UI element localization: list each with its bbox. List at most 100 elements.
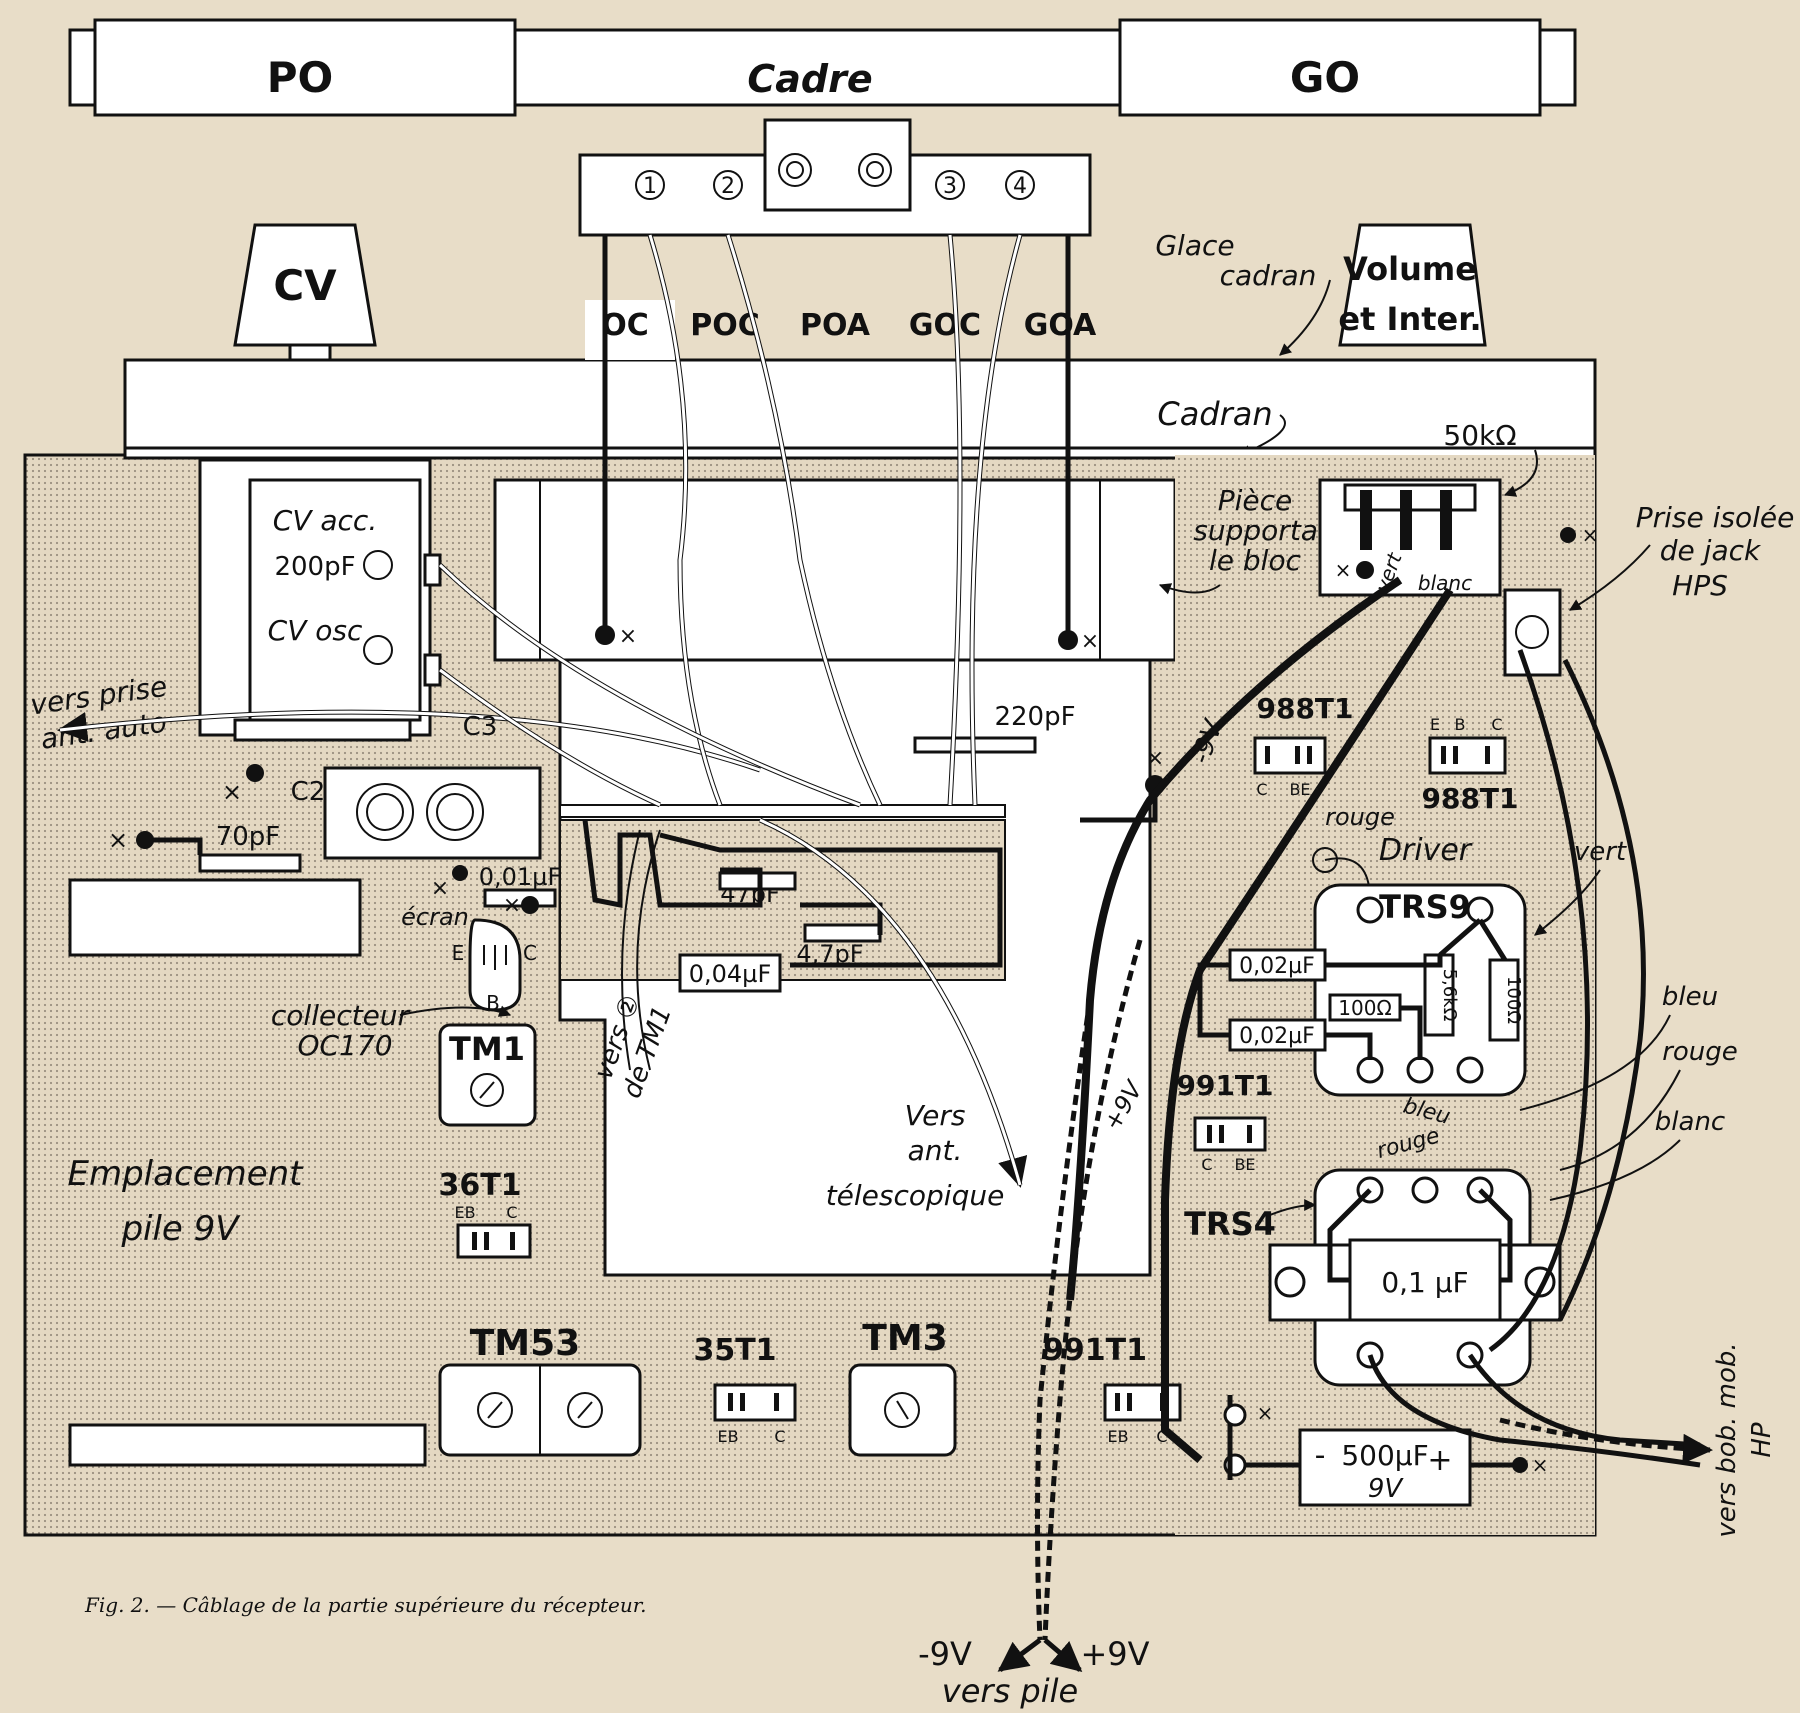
cadran-label: Cadran bbox=[1157, 395, 1272, 433]
plus-9v-bottom: +9V bbox=[1080, 1635, 1149, 1673]
svg-text:E: E bbox=[1430, 715, 1440, 734]
trs4-label: TRS4 bbox=[1184, 1205, 1276, 1243]
jack-socket-hps: × bbox=[1503, 523, 1598, 677]
coil-poc: POC bbox=[690, 308, 760, 343]
cv-capacitor-block: CV acc. 200pF CV osc bbox=[198, 458, 442, 742]
collecteur-label: collecteur bbox=[271, 999, 411, 1032]
tm53-trimmer: TM53 bbox=[438, 1323, 642, 1457]
svg-text:×: × bbox=[503, 893, 521, 918]
svg-text:3: 3 bbox=[943, 174, 957, 199]
svg-text:TM53: TM53 bbox=[470, 1323, 580, 1364]
resistor-5-6k: 5,6kΩ bbox=[1423, 953, 1460, 1037]
vers-ant-label: Vers bbox=[905, 1099, 966, 1132]
svg-text:×: × bbox=[619, 624, 637, 649]
svg-text:×: × bbox=[1335, 558, 1352, 582]
resistor-100-v: 100Ω bbox=[1488, 958, 1524, 1042]
socket-988t1-right: E B C 988T1 bbox=[1421, 715, 1518, 815]
socket-991t1-mid: 991T1 C BE bbox=[1176, 1069, 1273, 1174]
telescopique-label: télescopique bbox=[826, 1179, 1005, 1212]
resistor-100-h: 100Ω bbox=[1328, 993, 1402, 1022]
volume-knob: Volume et Inter. bbox=[1338, 223, 1487, 347]
svg-text:2: 2 bbox=[721, 174, 735, 199]
svg-text:C: C bbox=[774, 1427, 785, 1446]
svg-text:991T1: 991T1 bbox=[1043, 1333, 1147, 1368]
coil-goa: GOA bbox=[1024, 308, 1097, 343]
go-label: GO bbox=[1290, 53, 1360, 102]
svg-text:EB: EB bbox=[717, 1427, 738, 1446]
socket-35t1: 35T1 EB C bbox=[693, 1333, 797, 1446]
svg-text:200pF: 200pF bbox=[274, 552, 355, 582]
coil-oc: OC bbox=[601, 308, 649, 343]
terminal-4: 4 bbox=[1005, 170, 1035, 200]
cadran-glass-label: cadran bbox=[1220, 259, 1317, 292]
cadre-label: Cadre bbox=[747, 57, 872, 101]
vert-label-right: vert bbox=[1574, 837, 1627, 867]
svg-text:×: × bbox=[431, 876, 449, 901]
prise-label-1: Prise isolée bbox=[1636, 501, 1795, 534]
c3-label: C3 bbox=[463, 712, 498, 742]
svg-text:EB: EB bbox=[454, 1203, 475, 1222]
svg-text:TM3: TM3 bbox=[862, 1318, 947, 1359]
hp-label: HP bbox=[1747, 1422, 1777, 1458]
capacitor-70pf bbox=[198, 853, 302, 873]
svg-text:C: C bbox=[1201, 1155, 1212, 1174]
svg-text:C: C bbox=[1256, 780, 1267, 799]
glace-label: Glace bbox=[1155, 229, 1234, 262]
cv-knob: CV bbox=[233, 223, 377, 367]
capacitor-002uf-a: 0,02µF bbox=[1228, 948, 1327, 982]
figure-caption: Fig. 2. — Câblage de la partie supérieur… bbox=[84, 1593, 647, 1617]
svg-text:C: C bbox=[1156, 1427, 1167, 1446]
cap-01uf-label: 0,1 µF bbox=[1381, 1266, 1468, 1299]
tm1-trimmer: TM1 bbox=[438, 1023, 537, 1127]
socket-988t1-top: 988T1 C BE bbox=[1253, 692, 1354, 799]
svg-text:BE: BE bbox=[1234, 1155, 1255, 1174]
svg-text:1: 1 bbox=[643, 174, 657, 199]
svg-text:C: C bbox=[1491, 715, 1502, 734]
ant-label: ant. bbox=[908, 1134, 963, 1167]
svg-text:C: C bbox=[523, 941, 537, 965]
trimmer-c2-c3 bbox=[323, 766, 542, 860]
svg-text:0,02µF: 0,02µF bbox=[1239, 1024, 1315, 1049]
capacitor-4-7pf bbox=[803, 923, 882, 943]
svg-text:36T1: 36T1 bbox=[438, 1168, 521, 1203]
svg-text:×: × bbox=[108, 826, 128, 854]
svg-text:4: 4 bbox=[1013, 174, 1027, 199]
svg-text:Volume: Volume bbox=[1343, 250, 1477, 288]
frame-terminal-board: 1 2 3 4 bbox=[578, 118, 1092, 237]
rouge-label-top: rouge bbox=[1325, 803, 1395, 831]
dial-glass bbox=[123, 358, 1597, 450]
004uf-label: 0,04µF bbox=[689, 960, 772, 988]
svg-text:CV acc.: CV acc. bbox=[273, 504, 377, 537]
001uf-label: 0,01µF bbox=[479, 863, 562, 891]
prise-label-2: de jack bbox=[1660, 534, 1762, 567]
svg-text:×: × bbox=[222, 778, 242, 806]
svg-text:×: × bbox=[1146, 746, 1164, 771]
svg-text:×: × bbox=[1257, 1401, 1274, 1425]
svg-text:100Ω: 100Ω bbox=[1338, 996, 1391, 1020]
terminal-1: 1 bbox=[635, 170, 665, 200]
70pf-label: 70pF bbox=[216, 822, 281, 852]
svg-text:TM1: TM1 bbox=[449, 1030, 525, 1068]
tag-strip bbox=[559, 804, 1006, 818]
socket-36t1: 36T1 EB C bbox=[438, 1168, 532, 1259]
svg-text:B: B bbox=[1455, 715, 1466, 734]
50k-label: 50kΩ bbox=[1443, 419, 1516, 452]
svg-text:CV osc: CV osc bbox=[268, 614, 363, 647]
terminal-3: 3 bbox=[935, 170, 965, 200]
piece-label-3: le bloc bbox=[1209, 544, 1302, 577]
svg-text:C: C bbox=[506, 1203, 517, 1222]
svg-text:100Ω: 100Ω bbox=[1503, 976, 1524, 1024]
transistor-oc170: E B C bbox=[452, 918, 537, 1015]
ferrite-antenna-frame: PO Cadre GO bbox=[68, 18, 1577, 117]
svg-text:5,6kΩ: 5,6kΩ bbox=[1439, 969, 1460, 1022]
battery-strip-top bbox=[68, 878, 362, 957]
po-label: PO bbox=[267, 53, 334, 102]
volume-potentiometer: × vert blanc bbox=[1318, 478, 1502, 597]
svg-text:500µF: 500µF bbox=[1341, 1439, 1428, 1472]
piece-label-1: Pièce bbox=[1218, 484, 1293, 517]
oc170-label: OC170 bbox=[297, 1029, 392, 1062]
svg-text:et Inter.: et Inter. bbox=[1338, 300, 1481, 338]
vers-pile-label: vers pile bbox=[942, 1672, 1078, 1710]
svg-text:×: × bbox=[1532, 1453, 1549, 1477]
